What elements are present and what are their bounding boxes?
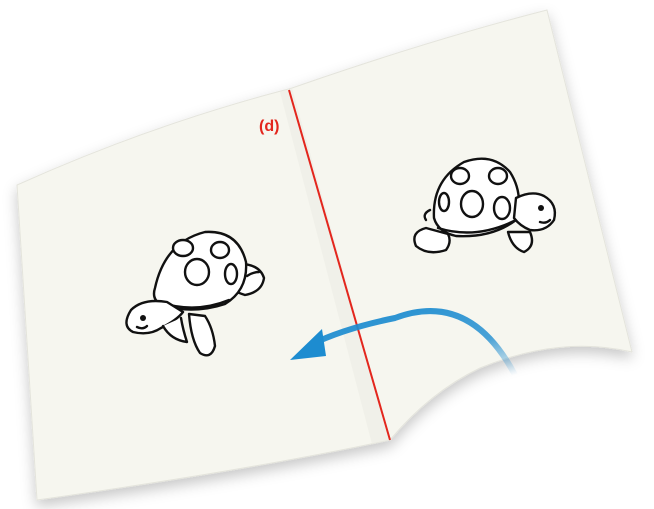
panel-label: (d) bbox=[259, 118, 279, 136]
